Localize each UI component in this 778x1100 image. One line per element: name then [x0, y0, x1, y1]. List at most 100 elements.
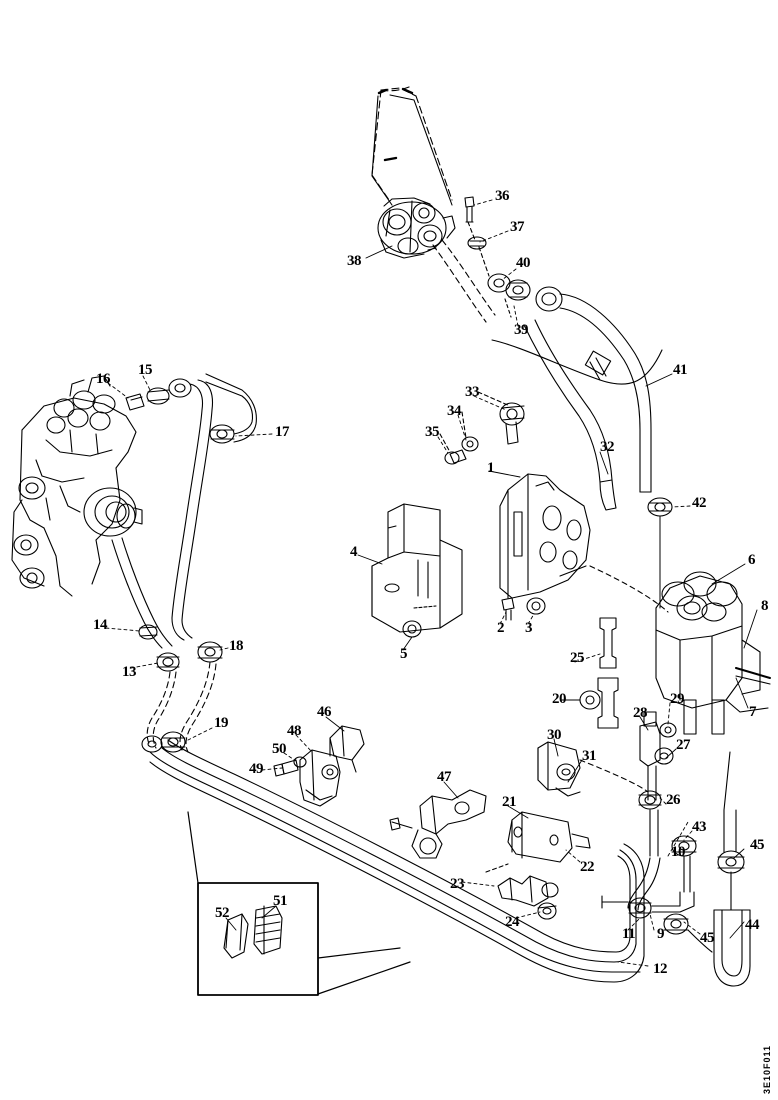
callout-12: 12 [653, 961, 668, 977]
tube-9 [651, 891, 695, 913]
part-25 [599, 617, 617, 669]
hose-41 [559, 293, 652, 493]
callout-39: 39 [514, 322, 529, 338]
callout-25: 25 [570, 650, 585, 666]
fitting-17 [209, 424, 235, 444]
callout-44: 44 [745, 917, 760, 933]
callout-38: 38 [347, 253, 362, 269]
callout-10: 10 [671, 844, 686, 860]
callout-11: 11 [622, 926, 636, 942]
callout-19: 19 [214, 715, 229, 731]
clamp-19 [160, 731, 186, 753]
column-outline [371, 86, 453, 201]
callout-9: 9 [657, 926, 665, 942]
callout-16: 16 [96, 371, 111, 387]
callout-22: 22 [580, 859, 595, 875]
inset-box [187, 811, 411, 996]
bolt-24 [537, 902, 557, 920]
washer-37 [467, 236, 487, 250]
callout-7: 7 [749, 704, 757, 720]
callout-28: 28 [633, 705, 648, 721]
bolt-5 [402, 620, 422, 638]
pin-33 [499, 402, 525, 445]
callout-35: 35 [425, 424, 440, 440]
fitting-29 [659, 722, 677, 738]
nut-42 [647, 497, 673, 517]
callout-43: 43 [692, 819, 707, 835]
bracket-46 [329, 725, 365, 773]
callout-20: 20 [552, 691, 567, 707]
callout-2: 2 [497, 620, 505, 636]
callout-6: 6 [748, 552, 756, 568]
pump-assembly [11, 375, 143, 597]
assembly-28 [639, 711, 661, 801]
callout-27: 27 [676, 737, 691, 753]
fitting-15 [146, 387, 170, 405]
hose-bundle-12 [149, 739, 641, 983]
callout-34: 34 [447, 403, 462, 419]
clamp-19b [141, 735, 163, 753]
callout-51: 51 [273, 893, 288, 909]
fitting-27 [654, 747, 674, 765]
callout-50: 50 [272, 741, 287, 757]
callout-31: 31 [582, 748, 597, 764]
fitting-15b [168, 378, 192, 398]
callout-18: 18 [229, 638, 244, 654]
part-20 [579, 677, 619, 729]
elbow-39b [535, 286, 563, 312]
callout-47: 47 [437, 769, 452, 785]
fitting-26 [638, 790, 662, 810]
callout-26: 26 [666, 792, 681, 808]
fitting-45-lower [663, 913, 689, 935]
callout-8: 8 [761, 598, 769, 614]
fitting-16 [125, 393, 145, 411]
hose-long-13 [146, 671, 177, 749]
bracket-48 [299, 749, 341, 807]
pin-35 [444, 449, 467, 465]
callout-46: 46 [317, 704, 332, 720]
callout-32: 32 [600, 439, 615, 455]
callout-17: 17 [275, 424, 290, 440]
callout-49: 49 [249, 761, 264, 777]
steering-unit [377, 197, 456, 259]
tube-14 [111, 537, 173, 649]
fitting-39 [505, 279, 531, 301]
callout-30: 30 [547, 727, 562, 743]
fitting-45-upper [717, 850, 745, 874]
fitting-11 [628, 897, 652, 919]
callout-33: 33 [465, 384, 480, 400]
callout-23: 23 [450, 876, 465, 892]
callout-3: 3 [525, 620, 533, 636]
callout-29: 29 [670, 691, 685, 707]
callout-5: 5 [400, 646, 408, 662]
washer-50 [293, 756, 307, 768]
callout-4: 4 [350, 544, 358, 560]
hose-32 [523, 319, 617, 511]
valve-block [655, 571, 771, 735]
callout-37: 37 [510, 219, 525, 235]
callout-48: 48 [287, 723, 302, 739]
leader-lines [105, 199, 758, 967]
callout-45-lower: 45 [700, 930, 715, 946]
callout-52: 52 [215, 905, 230, 921]
bolt-36 [464, 196, 475, 223]
callout-36: 36 [495, 188, 510, 204]
bolt-3 [526, 597, 546, 615]
hose-long-18 [179, 661, 217, 753]
callout-1: 1 [487, 460, 495, 476]
bolt-49 [273, 759, 299, 777]
fitting-13 [156, 652, 180, 672]
bracket-21 [507, 811, 591, 863]
callout-21: 21 [502, 794, 517, 810]
bracket-1 [499, 473, 591, 599]
bracket-30 [537, 741, 581, 797]
callout-40: 40 [516, 255, 531, 271]
callout-24: 24 [505, 914, 520, 930]
clamp-23 [497, 875, 559, 907]
pin-34 [461, 436, 479, 452]
callout-14: 14 [93, 617, 108, 633]
drawing-reference-code: 3E10F011 [762, 1044, 772, 1094]
callout-15: 15 [138, 362, 153, 378]
